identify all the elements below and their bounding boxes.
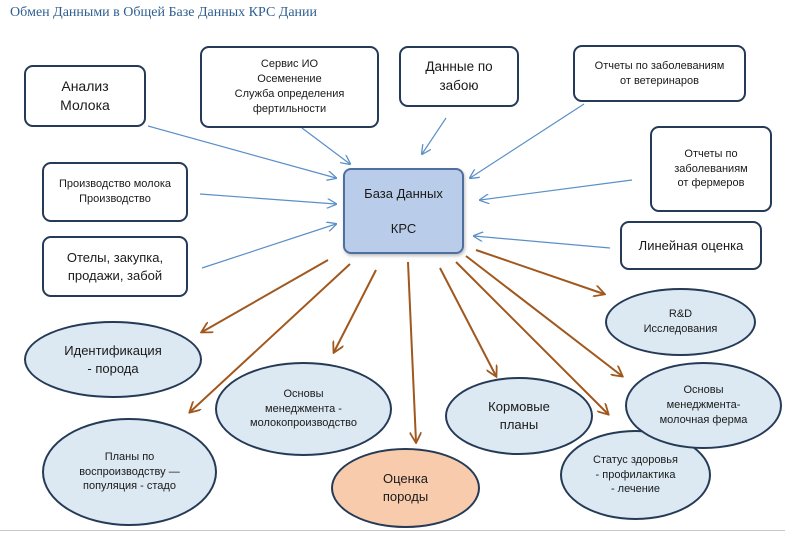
- center-database-node: База Данных КРС: [343, 168, 464, 254]
- arrow-identification: [202, 259, 329, 332]
- arrow-dairy-management: [334, 269, 377, 352]
- input-slaughter-data: Данные по забою: [399, 46, 519, 107]
- output-identification: Идентификация - порода: [24, 321, 202, 398]
- output-breeding-plans: Планы по воспроизводству — популяция - с…: [42, 418, 217, 526]
- input-linear-score: Линейная оценка: [620, 221, 762, 270]
- arrow-ai-service: [301, 127, 350, 164]
- output-feed-plans: Кормовые планы: [445, 377, 593, 455]
- arrow-breed-evaluation: [407, 261, 416, 442]
- output-dairy-management: Основы менеджмента - молокопроизводство: [215, 362, 392, 456]
- bottom-divider: [0, 530, 785, 531]
- arrow-farm-management: [465, 255, 622, 376]
- arrow-milk-production: [199, 193, 336, 204]
- input-calving-trade: Отелы, закупка, продажи, забой: [42, 236, 188, 297]
- arrow-vet-reports: [470, 103, 585, 178]
- arrow-breeding-plans: [190, 263, 351, 412]
- input-milk-analysis: Анализ Молока: [24, 65, 146, 127]
- output-rnd: R&D Исследования: [605, 288, 756, 356]
- arrow-rnd: [475, 249, 604, 294]
- arrow-feed-plans: [439, 267, 496, 376]
- arrow-calving-trade: [201, 224, 336, 269]
- arrow-milk-analysis: [147, 125, 336, 178]
- input-vet-reports: Отчеты по заболеваниям от ветеринаров: [573, 45, 746, 102]
- output-farm-management: Основы менеджмента- молочная ферма: [625, 362, 782, 449]
- output-breed-evaluation: Оценка породы: [331, 448, 480, 528]
- diagram-title: Обмен Данными в Общей Базе Данных КРС Да…: [10, 5, 318, 20]
- arrow-farmer-reports: [480, 179, 633, 200]
- arrow-linear-score: [474, 236, 611, 249]
- arrow-slaughter-data: [422, 117, 447, 154]
- input-ai-service: Сервис ИО Осеменение Служба определения …: [200, 46, 379, 128]
- input-farmer-reports: Отчеты по заболеваниям от фермеров: [650, 126, 772, 212]
- input-milk-production: Производство молока Производство: [42, 162, 188, 222]
- arrow-health-status: [455, 261, 608, 414]
